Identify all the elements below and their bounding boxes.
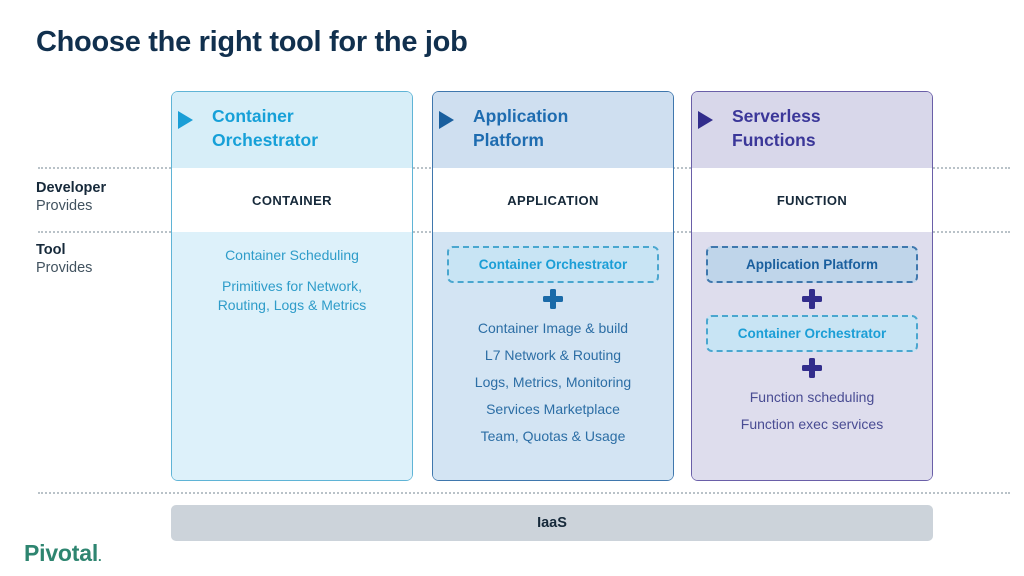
column-title-line2: Functions <box>732 130 816 150</box>
triangle-marker-icon <box>698 111 713 129</box>
column-title-line1: Container <box>212 106 294 126</box>
column-title-line2: Platform <box>473 130 544 150</box>
pivotal-logo: Pivotal. <box>24 540 102 567</box>
row-label-developer-sub: Provides <box>36 198 93 214</box>
tool-provides-container: Container Scheduling Primitives for Netw… <box>172 232 412 480</box>
list-item: Container Image & build <box>477 320 629 336</box>
plus-icon <box>802 289 822 309</box>
row-label-tool-sub: Provides <box>36 260 93 276</box>
chip-application-platform[interactable]: Application Platform <box>706 246 918 283</box>
triangle-marker-icon <box>439 111 454 129</box>
plus-icon <box>802 358 822 378</box>
list-item: Container Scheduling <box>225 247 359 263</box>
chip-container-orchestrator[interactable]: Container Orchestrator <box>706 315 918 352</box>
developer-provides-container: CONTAINER <box>172 168 412 232</box>
list-item: Primitives for Network, <box>221 278 363 294</box>
row-label-tool-title: Tool <box>36 242 66 258</box>
developer-provides-application: APPLICATION <box>433 168 673 232</box>
column-header-application-platform: Application Platform <box>433 92 673 168</box>
list-item: Routing, Logs & Metrics <box>217 297 367 313</box>
page-title: Choose the right tool for the job <box>36 26 468 58</box>
chip-container-orchestrator[interactable]: Container Orchestrator <box>447 246 659 283</box>
pivotal-logo-mark: . <box>98 549 102 564</box>
column-header-serverless-functions: Serverless Functions <box>692 92 932 168</box>
triangle-marker-icon <box>178 111 193 129</box>
list-item: Function exec services <box>740 416 884 432</box>
row-label-developer: Developer Provides <box>36 179 106 216</box>
column-title-line1: Application <box>473 106 569 126</box>
tool-provides-function: Application Platform Container Orchestra… <box>692 232 932 480</box>
iaas-bar: IaaS <box>171 505 933 541</box>
developer-provides-function: FUNCTION <box>692 168 932 232</box>
column-serverless-functions[interactable]: Serverless Functions FUNCTION Applicatio… <box>691 91 933 481</box>
list-item: Logs, Metrics, Monitoring <box>474 374 632 390</box>
column-container-orchestrator[interactable]: Container Orchestrator CONTAINER Contain… <box>171 91 413 481</box>
list-item: Services Marketplace <box>486 401 620 417</box>
column-title-line1: Serverless <box>732 106 821 126</box>
list-item: Function scheduling <box>749 389 875 405</box>
column-header-container-orchestrator: Container Orchestrator <box>172 92 412 168</box>
row-label-tool: Tool Provides <box>36 241 92 278</box>
list-item: L7 Network & Routing <box>484 347 622 363</box>
pivotal-logo-text: Pivotal <box>24 540 99 566</box>
column-application-platform[interactable]: Application Platform APPLICATION Contain… <box>432 91 674 481</box>
column-title-line2: Orchestrator <box>212 130 319 150</box>
divider-bottom <box>38 492 1010 494</box>
row-label-developer-title: Developer <box>36 180 107 196</box>
list-item: Team, Quotas & Usage <box>480 428 626 444</box>
tool-provides-application: Container Orchestrator Container Image &… <box>433 232 673 480</box>
plus-icon <box>543 289 563 309</box>
